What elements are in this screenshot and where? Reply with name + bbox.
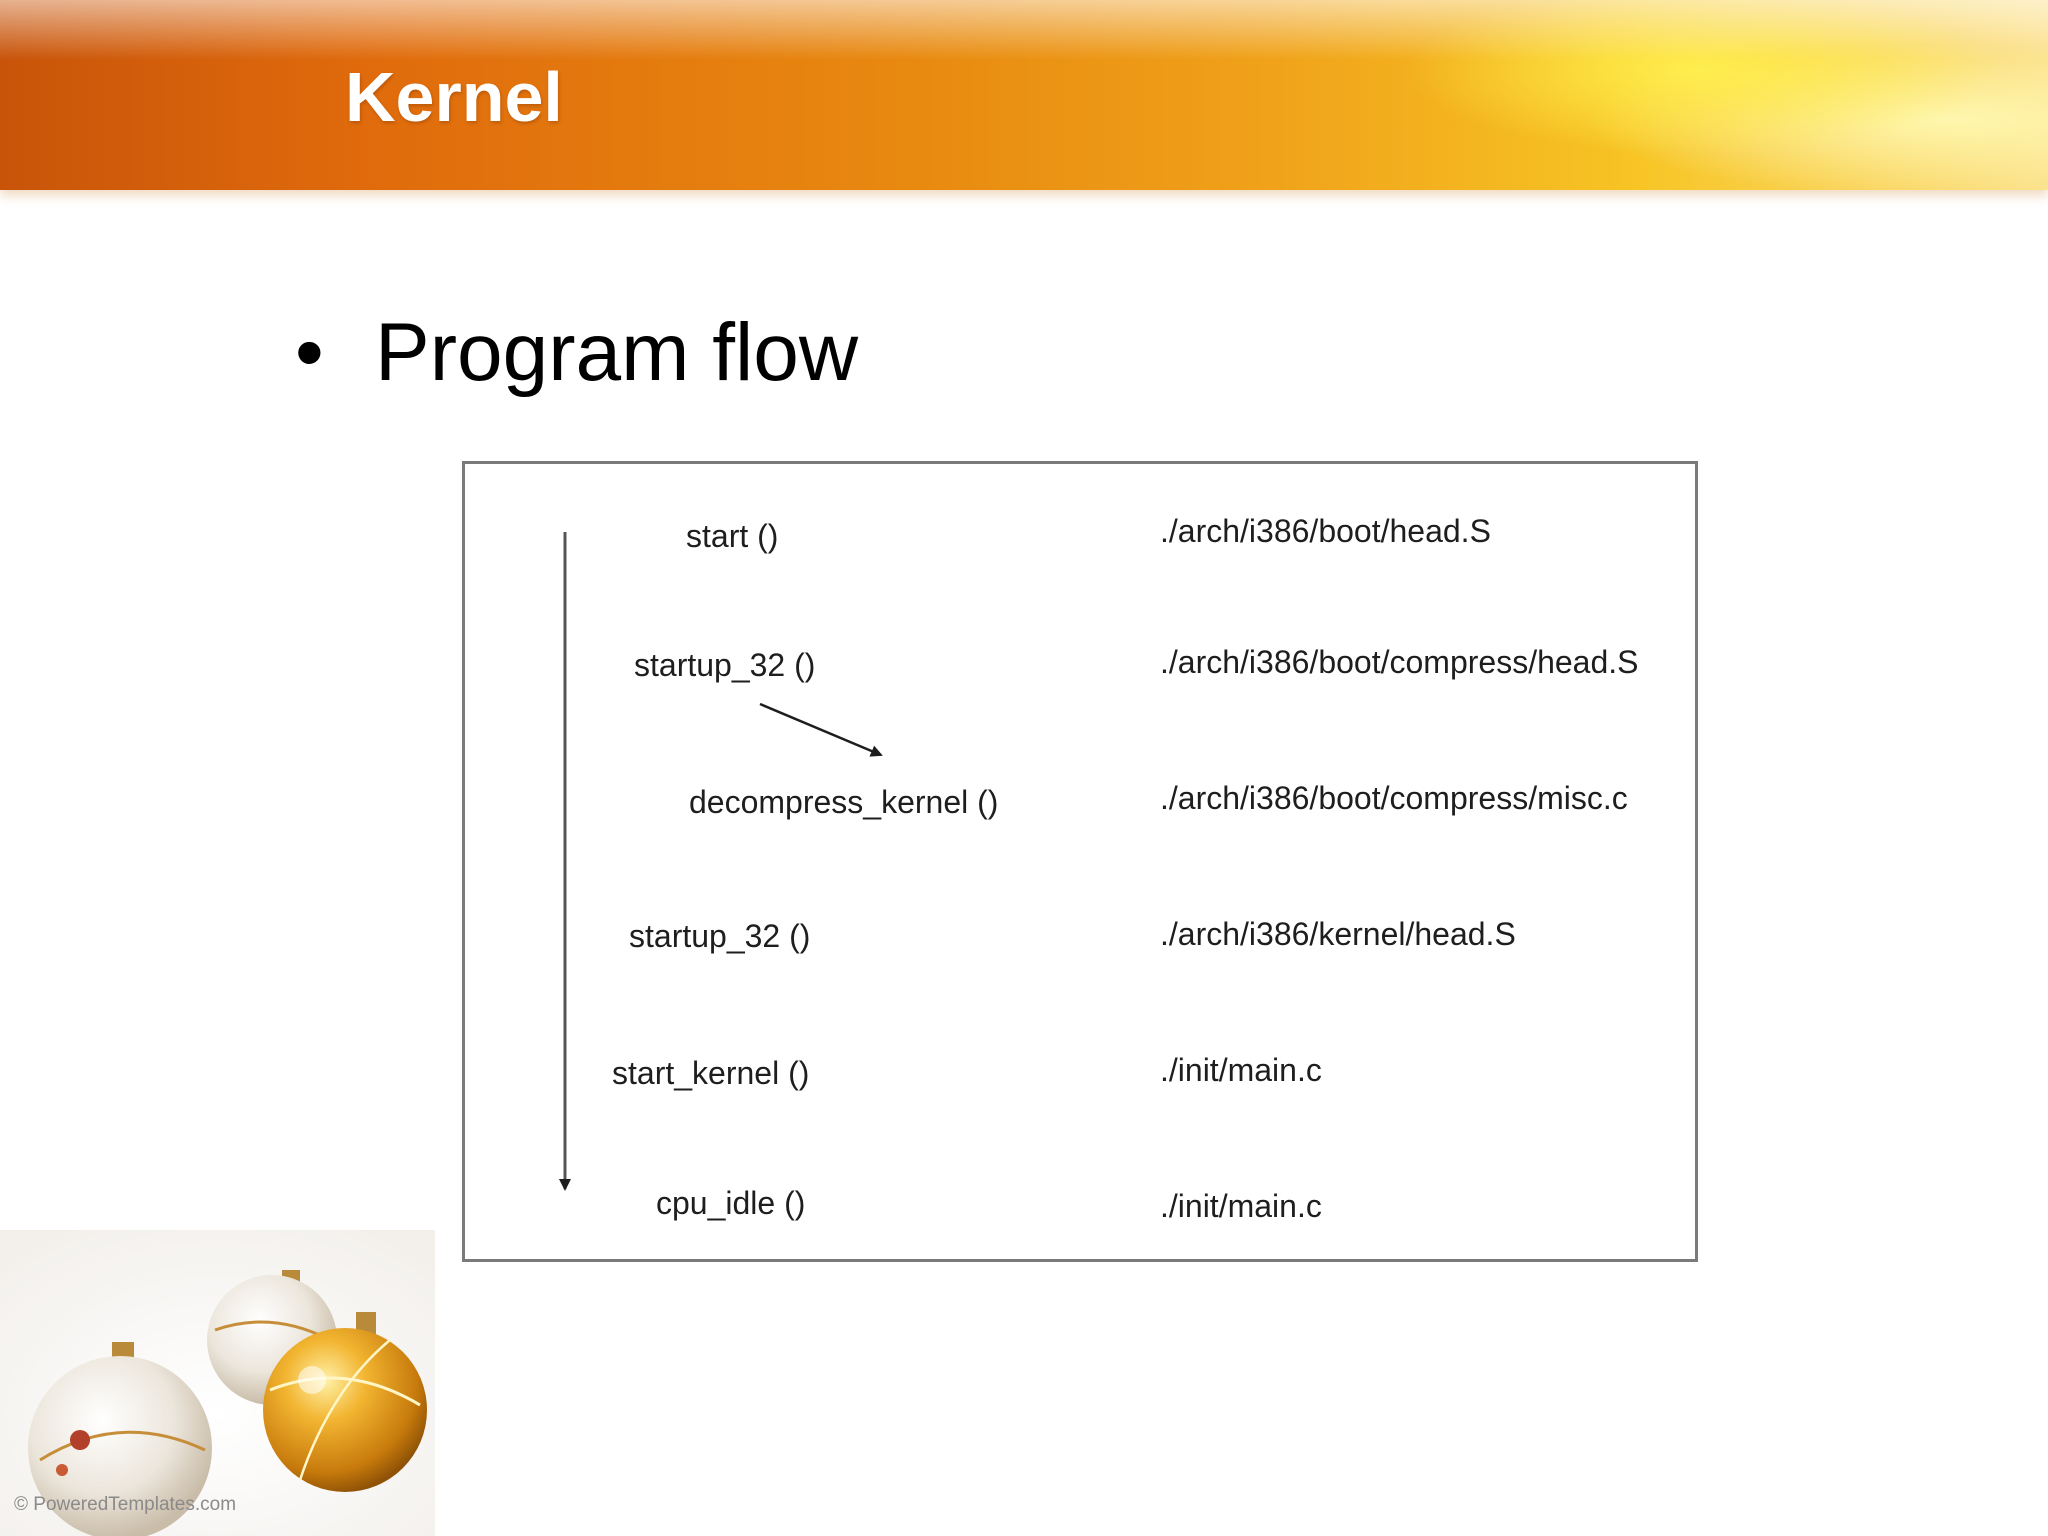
program-flow-diagram: start () ./arch/i386/boot/head.S startup… <box>462 461 1698 1262</box>
file-path-label: ./arch/i386/kernel/head.S <box>1160 916 1516 952</box>
function-label: startup_32 () <box>634 647 816 683</box>
bullet-dot: • <box>295 307 324 398</box>
slide-title: Kernel <box>345 58 563 136</box>
function-label: decompress_kernel () <box>689 784 999 820</box>
function-label: startup_32 () <box>629 918 811 954</box>
bullet-text: Program flow <box>375 307 859 398</box>
function-label: start_kernel () <box>612 1055 810 1091</box>
function-label: cpu_idle () <box>656 1185 806 1221</box>
flow-arrows <box>559 532 883 1191</box>
diagonal-call-arrow <box>759 702 883 757</box>
file-path-label: ./arch/i386/boot/compress/head.S <box>1160 644 1639 680</box>
watermark-text: © PoweredTemplates.com <box>14 1494 237 1515</box>
file-path-label: ./init/main.c <box>1160 1188 1322 1224</box>
file-path-label: ./init/main.c <box>1160 1052 1322 1088</box>
file-path-label: ./arch/i386/boot/head.S <box>1160 513 1491 549</box>
file-path-label: ./arch/i386/boot/compress/misc.c <box>1160 780 1628 816</box>
function-label: start () <box>686 518 779 554</box>
christmas-ornaments-image <box>0 1230 435 1536</box>
header-band <box>0 0 2048 190</box>
bullet-item: •Program flow <box>295 312 858 394</box>
